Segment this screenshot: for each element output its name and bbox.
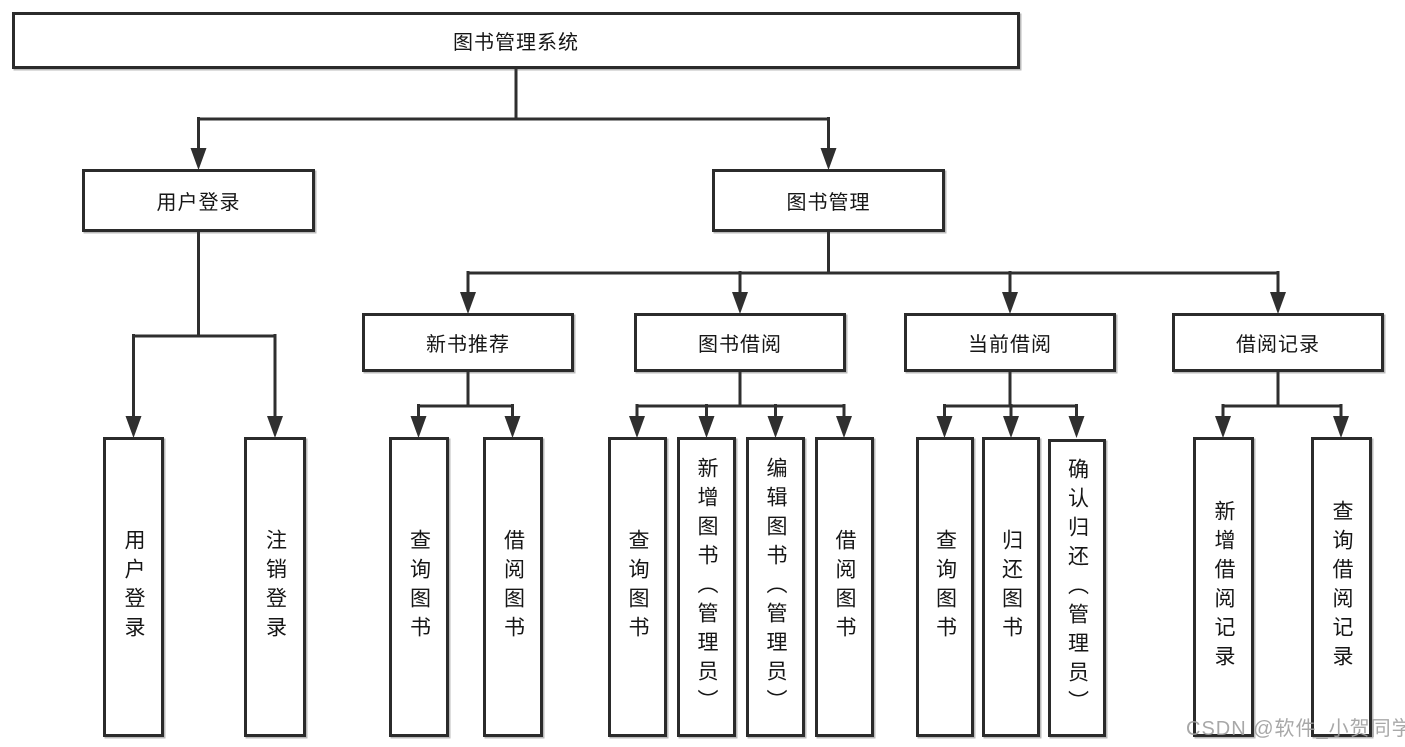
node-book-management: 图书管理: [712, 169, 945, 232]
leaf-confirm-return-admin-label: 确认归还（管理员）: [1065, 457, 1089, 719]
leaf-borrow-books-1: 借阅图书: [483, 437, 543, 737]
connector-bookmgmt-to-level3: [466, 232, 1280, 294]
arrowhead-leaf-query-books-1: [410, 416, 427, 438]
leaf-confirm-return-admin: 确认归还（管理员）: [1048, 439, 1106, 737]
arrowhead-leaf-query-books-2: [629, 416, 645, 438]
arrowhead-leaf-logout: [267, 416, 283, 438]
leaf-query-books-3: 查询图书: [916, 437, 974, 737]
leaf-add-book-admin-label: 新增图书（管理员）: [695, 456, 719, 718]
leaf-query-books-3-label: 查询图书: [933, 529, 957, 645]
connector-current-to-leaves: [943, 372, 1078, 417]
arrowhead-borrow-records: [1270, 292, 1286, 314]
node-current-borrow-label: 当前借阅: [968, 334, 1052, 356]
leaf-user-login: 用户登录: [103, 437, 164, 737]
leaf-return-book-label: 归还图书: [999, 529, 1023, 645]
leaf-add-borrow-record: 新增借阅记录: [1193, 437, 1254, 737]
leaf-add-book-admin: 新增图书（管理员）: [677, 437, 736, 737]
leaf-add-borrow-record-label: 新增借阅记录: [1212, 500, 1236, 674]
arrowhead-leaf-query-record: [1333, 416, 1349, 438]
connector-root-to-level2: [197, 69, 830, 150]
arrowhead-leaf-user-login: [125, 416, 142, 438]
arrowhead-new-book-recommend: [460, 292, 476, 314]
node-user-login: 用户登录: [82, 169, 315, 232]
leaf-logout-label: 注销登录: [263, 529, 287, 645]
arrowhead-leaf-return-book: [1003, 416, 1019, 438]
leaf-logout: 注销登录: [244, 437, 306, 737]
node-book-borrow: 图书借阅: [634, 313, 846, 372]
connector-userlogin-to-leaves: [132, 232, 277, 417]
arrowhead-user-login: [190, 148, 207, 170]
arrowhead-leaf-add-record: [1215, 416, 1231, 438]
leaf-borrow-books-2: 借阅图书: [815, 437, 874, 737]
node-user-login-label: 用户登录: [156, 192, 241, 214]
arrowhead-leaf-edit-book: [767, 416, 784, 438]
node-new-book-recommend: 新书推荐: [362, 313, 574, 372]
arrowhead-leaf-query-books-3: [936, 416, 953, 438]
node-book-management-label: 图书管理: [786, 192, 871, 214]
leaf-query-books-2: 查询图书: [608, 437, 667, 737]
arrowhead-leaf-add-book: [698, 416, 715, 438]
watermark: CSDN @软件_小贺同学: [1186, 718, 1405, 740]
leaf-edit-book-admin-label: 编辑图书（管理员）: [764, 456, 788, 718]
connector-records-to-leaves: [1221, 372, 1343, 417]
node-borrow-records: 借阅记录: [1172, 313, 1384, 372]
connector-recommend-to-leaves: [417, 372, 514, 417]
leaf-query-books-1: 查询图书: [389, 437, 449, 737]
arrowhead-book-management: [820, 148, 837, 170]
node-borrow-records-label: 借阅记录: [1236, 334, 1320, 356]
arrowhead-leaf-borrow-books-1: [504, 416, 521, 438]
leaf-borrow-books-2-label: 借阅图书: [833, 529, 857, 645]
leaf-borrow-books-1-label: 借阅图书: [501, 529, 525, 645]
node-new-book-recommend-label: 新书推荐: [426, 334, 510, 356]
node-root-label: 图书管理系统: [453, 32, 579, 54]
leaf-edit-book-admin: 编辑图书（管理员）: [746, 437, 805, 737]
arrowhead-book-borrow: [732, 292, 748, 314]
node-root: 图书管理系统: [12, 12, 1020, 69]
leaf-user-login-label: 用户登录: [122, 529, 146, 645]
connector-borrow-to-leaves: [635, 372, 846, 417]
node-book-borrow-label: 图书借阅: [698, 334, 782, 356]
arrowhead-current-borrow: [1002, 292, 1018, 314]
leaf-return-book: 归还图书: [982, 437, 1040, 737]
arrowhead-leaf-confirm-return: [1068, 416, 1085, 438]
leaf-query-books-2-label: 查询图书: [626, 529, 650, 645]
leaf-query-books-1-label: 查询图书: [407, 529, 431, 645]
leaf-query-borrow-record: 查询借阅记录: [1311, 437, 1372, 737]
leaf-query-borrow-record-label: 查询借阅记录: [1330, 500, 1354, 674]
arrowhead-leaf-borrow-books-2: [836, 416, 852, 438]
node-current-borrow: 当前借阅: [904, 313, 1116, 372]
